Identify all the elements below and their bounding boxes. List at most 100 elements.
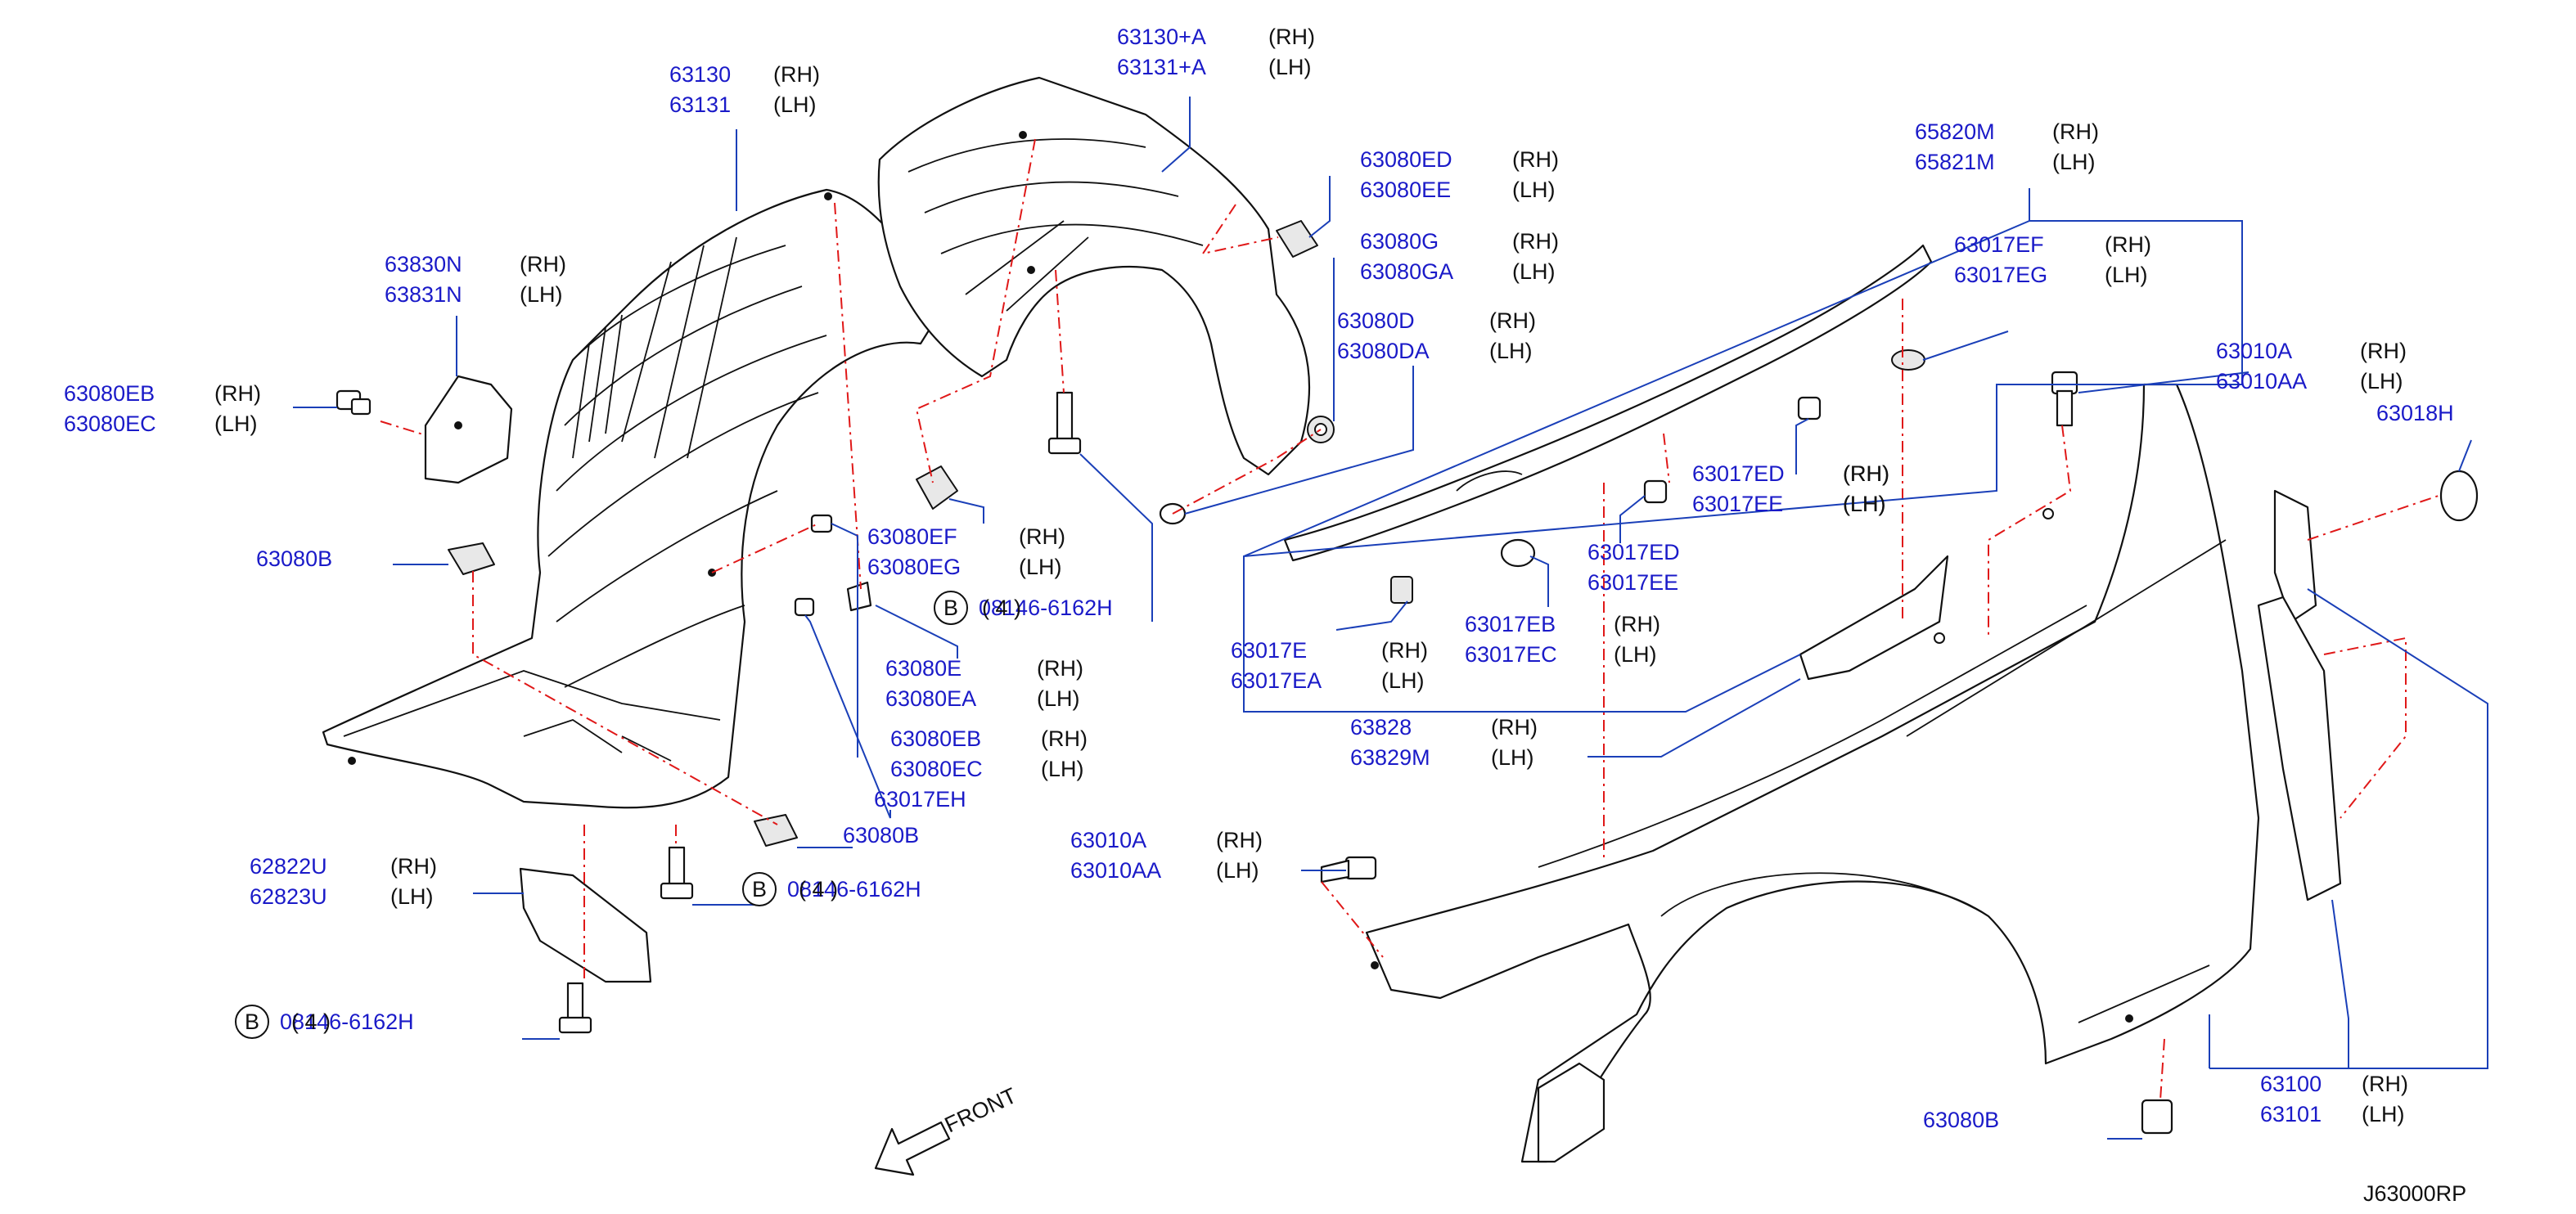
part-number: 65821M [1915, 150, 1995, 174]
clip-63080eb-left [336, 389, 372, 416]
part-number: 63017EG [1954, 263, 2047, 287]
quantity-label: ( 4 ) [982, 596, 1021, 620]
callout-63010a-right: 63010A(RH)63010AA(LH) [2216, 339, 2407, 393]
callout-63080eb-left: 63080EB(RH)63080EC(LH) [64, 381, 261, 436]
side-label: (LH) [2360, 369, 2403, 393]
fender-front-mount [1537, 1062, 1605, 1163]
part-number: 63017E [1231, 638, 1307, 663]
callout-rh-lh-mid: (RH) (LH) [1843, 461, 1889, 516]
callout-63080b-mid: 63080B [843, 823, 919, 848]
part-number: 63101 [2260, 1102, 2322, 1126]
part-number: 63130+A [1117, 25, 1206, 49]
side-label: (RH) [1512, 147, 1559, 172]
side-label: (LH) [1019, 555, 1062, 579]
diagram-code: J63000RP [2363, 1181, 2466, 1206]
callout-63080d: 63080D(RH)63080DA(LH) [1337, 308, 1536, 363]
part-number: 63131+A [1117, 55, 1206, 79]
side-label: (LH) [773, 92, 817, 117]
side-label: (LH) [2052, 150, 2096, 174]
part-number: 62823U [250, 884, 327, 909]
part-number: 63017EC [1465, 642, 1557, 667]
callout-63130: 63130(RH)63131(LH) [669, 62, 820, 117]
bolt-circle-letter: B [752, 877, 767, 902]
side-label: (LH) [1843, 492, 1886, 516]
bolt-63010a-mid [1320, 856, 1377, 884]
callout-63830n: 63830N(RH)63831N(LH) [385, 252, 566, 307]
side-label: (LH) [1216, 858, 1259, 883]
side-label: (LH) [2362, 1102, 2405, 1126]
part-number: 63080EC [890, 757, 983, 781]
part-number: 63017EE [1692, 492, 1783, 516]
part-number: 63017EA [1231, 668, 1322, 693]
side-label: (RH) [1019, 524, 1065, 549]
side-label: (LH) [1037, 686, 1080, 711]
callout-63017e: 63017E (RH) 63017EA (LH) [1231, 638, 1428, 693]
side-label: (RH) [1843, 461, 1889, 486]
quantity-label: ( 4 ) [799, 877, 838, 902]
side-label: (LH) [1512, 259, 1556, 284]
callout-63130a: 63130+A (RH) 63131+A (LH) [1117, 25, 1315, 79]
clip-63017eh [794, 597, 815, 617]
callout-bolt-low: B 08146-6162H( 4 ) [235, 1005, 414, 1039]
side-label: (LH) [1512, 178, 1556, 202]
clip-63080b-left [448, 542, 495, 575]
side-label: (RH) [1216, 828, 1263, 852]
front-direction-arrow: FRONT [874, 1083, 1020, 1176]
part-number: 63100 [2260, 1072, 2322, 1096]
side-label: (RH) [1268, 25, 1315, 49]
part-number: 08146-6162H [280, 1009, 414, 1034]
callout-63080ed: 63080ED(RH)63080EE(LH) [1360, 147, 1559, 202]
fender-protector [1799, 555, 1949, 681]
part-number: 63080EF [867, 524, 957, 549]
side-label: (LH) [1381, 668, 1425, 693]
side-label: (RH) [1041, 726, 1088, 751]
part-number: 63010A [2216, 339, 2292, 363]
clip-63080e [846, 581, 872, 612]
side-label: (RH) [2362, 1072, 2408, 1096]
part-number: 63080D [1337, 308, 1415, 333]
fender-liner-front [322, 188, 943, 809]
side-label: (RH) [773, 62, 820, 87]
callout-63010a-mid: 63010A(RH)63010AA(LH) [1070, 828, 1263, 883]
part-number: 63080DA [1337, 339, 1430, 363]
clip-63017e [1390, 576, 1413, 604]
callout-63017ef: 63017EF(RH)63017EG(LH) [1954, 232, 2151, 287]
side-label: (LH) [1614, 642, 1657, 667]
side-label: (RH) [2052, 119, 2099, 144]
part-number: 63080G [1360, 229, 1439, 254]
clip-63080b-right [2141, 1099, 2173, 1135]
side-label: (LH) [520, 282, 563, 307]
part-number: 63830N [385, 252, 462, 277]
side-label: (RH) [1381, 638, 1428, 663]
side-label: (LH) [390, 884, 434, 909]
part-number: 63080EA [885, 686, 976, 711]
part-number: 63829M [1350, 745, 1430, 770]
front-fender [1365, 383, 2260, 1163]
hood-seal [1283, 244, 1933, 562]
part-number: 63080GA [1360, 259, 1453, 284]
part-number: 63080EB [890, 726, 981, 751]
bolt-circle-marker [742, 872, 777, 906]
part-number: 63831N [385, 282, 462, 307]
callout-63080g: 63080G(RH)63080GA(LH) [1360, 229, 1559, 284]
leader-lines [293, 97, 2488, 1140]
part-number: 63017EH [874, 787, 966, 812]
quantity-label: ( 4 ) [291, 1009, 331, 1034]
side-label: (LH) [1268, 55, 1312, 79]
part-number: 63010AA [1070, 858, 1161, 883]
clip-63017eb [1500, 538, 1536, 568]
side-label: (RH) [2360, 339, 2407, 363]
part-number: 63080EC [64, 411, 156, 436]
part-number: 63080B [1923, 1108, 1999, 1132]
side-label: (LH) [214, 411, 258, 436]
part-number: 63080E [885, 656, 961, 681]
part-number: 63017EE [1587, 570, 1678, 595]
bolt-circle-letter: B [245, 1009, 259, 1034]
side-label: (RH) [1491, 715, 1538, 740]
side-label: (LH) [1491, 745, 1534, 770]
callout-63080e: 63080E(RH)63080EA(LH) [885, 656, 1083, 711]
callout-63080b-right: 63080B [1923, 1108, 1999, 1132]
